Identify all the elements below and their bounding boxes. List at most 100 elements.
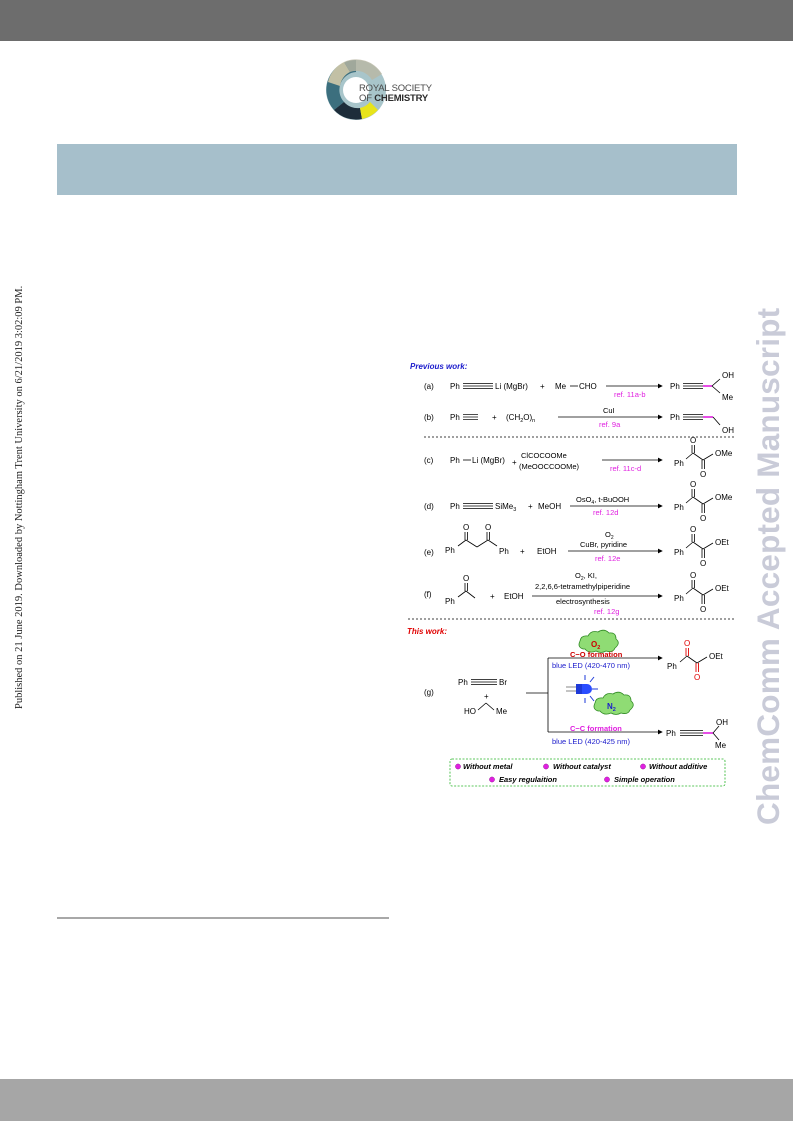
label-g: (g) [424, 688, 434, 697]
g-top-product-o2: O [694, 673, 700, 682]
reaction-c: (c) Ph Li (MgBr) + ClCOCOOMe (MeOOCCOOMe… [424, 436, 733, 479]
g-top-product-oet: OEt [709, 652, 724, 661]
reaction-f: (f) Ph O + EtOH O2, KI, 2,2,6,6-tetramet… [424, 571, 730, 616]
b-plus: + [492, 413, 497, 422]
watermark-text: ChemComm Accepted Manuscript [750, 307, 786, 825]
e-reactant-etoh: EtOH [537, 547, 557, 556]
feature-simple-operation: Simple operation [614, 775, 675, 784]
d-product-ome: OMe [715, 493, 733, 502]
publication-notice: Published on 21 June 2019. Downloaded by… [14, 279, 28, 709]
g-top-product-o1: O [684, 639, 690, 648]
rsc-logo: ROYAL SOCIETY OF CHEMISTRY [322, 52, 432, 124]
ref-a: ref. 11a-b [614, 390, 646, 399]
b-product-ph: Ph [670, 413, 680, 422]
feature-without-metal: Without metal [463, 762, 513, 771]
f-product-o2: O [700, 605, 706, 614]
c-product-ph: Ph [674, 459, 684, 468]
this-work-label: This work: [407, 627, 447, 636]
d-reactant-ph: Ph [450, 502, 460, 511]
a-product-ph: Ph [670, 382, 680, 391]
triple-bond [471, 679, 497, 685]
triple-bond [463, 383, 493, 389]
f-product-o1: O [690, 571, 696, 580]
ketoester-product-d: Ph O O OMe [674, 480, 733, 523]
reaction-d: (d) Ph SiMe3 + MeOH OsO4, t-BuOOH ref. 1… [424, 480, 733, 523]
header-bar [0, 0, 793, 41]
reagent-d: OsO4, t-BuOOH [576, 495, 629, 506]
reagent-e-cubr: CuBr, pyridine [580, 540, 627, 549]
reaction-scheme-svg: Previous work: (a) Ph Li (MgBr) + Me CHO… [407, 362, 736, 787]
ref-d: ref. 12d [593, 508, 618, 517]
c-reagent-dimethyloxalate: (MeOOCCOOMe) [519, 462, 580, 471]
svg-text:N2: N2 [607, 702, 616, 713]
triple-bond [683, 383, 703, 389]
e-reactant-ph1: Ph [445, 546, 455, 555]
reagent-e-o2: O2 [605, 530, 614, 541]
propargyl-alcohol-product-g: Ph OH Me [666, 718, 728, 750]
publication-notice-text: Published on 21 June 2019. Downloaded by… [14, 285, 25, 709]
bullet-icon [604, 776, 610, 783]
ketoester-product-f: Ph O O OEt [674, 571, 730, 614]
d-reactant-tms: SiMe3 [495, 502, 516, 513]
e-product-ph: Ph [674, 548, 684, 557]
accepted-manuscript-watermark: ChemComm Accepted Manuscript [748, 300, 786, 825]
dibenzoylmethane: Ph O O Ph [445, 523, 509, 556]
logo-line2: OF CHEMISTRY [359, 94, 432, 104]
c-product-o1: O [690, 436, 696, 445]
b-reactant-paraformaldehyde: (CH2O)n [506, 413, 535, 424]
e-reactant-o1: O [463, 523, 469, 532]
bottom-light: blue LED (420-425 nm) [552, 737, 630, 746]
triple-bond [463, 503, 493, 509]
triple-bond [683, 414, 703, 420]
ketoester-product-e: Ph O O OEt [674, 525, 730, 568]
ketoester-product-g: Ph O O OEt [667, 639, 724, 682]
g-reactant-me: Me [496, 707, 508, 716]
footnote-rule [57, 917, 389, 919]
logo-line1: ROYAL SOCIETY [359, 83, 432, 94]
previous-work-label: Previous work: [410, 362, 468, 371]
bullet-icon [640, 763, 646, 770]
reaction-e: (e) Ph O O Ph + EtOH O2 CuBr, pyridine r… [424, 523, 730, 568]
label-a: (a) [424, 382, 434, 391]
b-reactant-ph: Ph [450, 413, 460, 422]
c-plus: + [512, 458, 517, 467]
a-reactant-ph: Ph [450, 382, 460, 391]
reaction-scheme: Previous work: (a) Ph Li (MgBr) + Me CHO… [400, 355, 745, 795]
e-reactant-ph2: Ph [499, 547, 509, 556]
d-product-ph: Ph [674, 503, 684, 512]
reaction-g: (g) Ph Br + HO Me O2 C−O formation blue … [424, 629, 728, 750]
label-d: (d) [424, 502, 434, 511]
reagent-f-o2ki: O2, KI, [575, 571, 597, 582]
c-product-ome: OMe [715, 449, 733, 458]
g-reactant-br: Br [499, 678, 507, 687]
d-product-o1: O [690, 480, 696, 489]
label-f: (f) [424, 590, 432, 599]
a-plus: + [540, 382, 545, 391]
g-bottom-product-ph: Ph [666, 729, 676, 738]
d-reactant-meoh: MeOH [538, 502, 561, 511]
blue-led-icon [566, 675, 598, 703]
feature-easy-regulation: Easy regulaition [499, 775, 557, 784]
e-product-oet: OEt [715, 538, 730, 547]
f-plus: + [490, 592, 495, 601]
e-product-o1: O [690, 525, 696, 534]
d-plus: + [528, 502, 533, 511]
g-bottom-product-oh: OH [716, 718, 728, 727]
footer-bar [0, 1079, 793, 1121]
rsc-logo-mark [326, 59, 386, 120]
g-top-product-ph: Ph [667, 662, 677, 671]
g-bottom-product-me: Me [715, 741, 727, 750]
logo-line2-bold: CHEMISTRY [374, 93, 429, 104]
triple-bond [680, 730, 703, 736]
top-light: blue LED (420-470 nm) [552, 661, 630, 670]
f-reactant-o: O [463, 574, 469, 583]
top-condition: C−O formation [570, 650, 623, 659]
feature-without-catalyst: Without catalyst [553, 762, 611, 771]
e-reactant-o2: O [485, 523, 491, 532]
d-product-o2: O [700, 514, 706, 523]
ketoester-product-c: Ph O O OMe [674, 436, 733, 479]
reagent-f-tmp: 2,2,6,6-tetramethylpiperidine [535, 582, 630, 591]
nitrogen-cloud-icon: N2 [593, 691, 634, 715]
acetophenone: Ph O [445, 574, 476, 606]
e-plus: + [520, 547, 525, 556]
